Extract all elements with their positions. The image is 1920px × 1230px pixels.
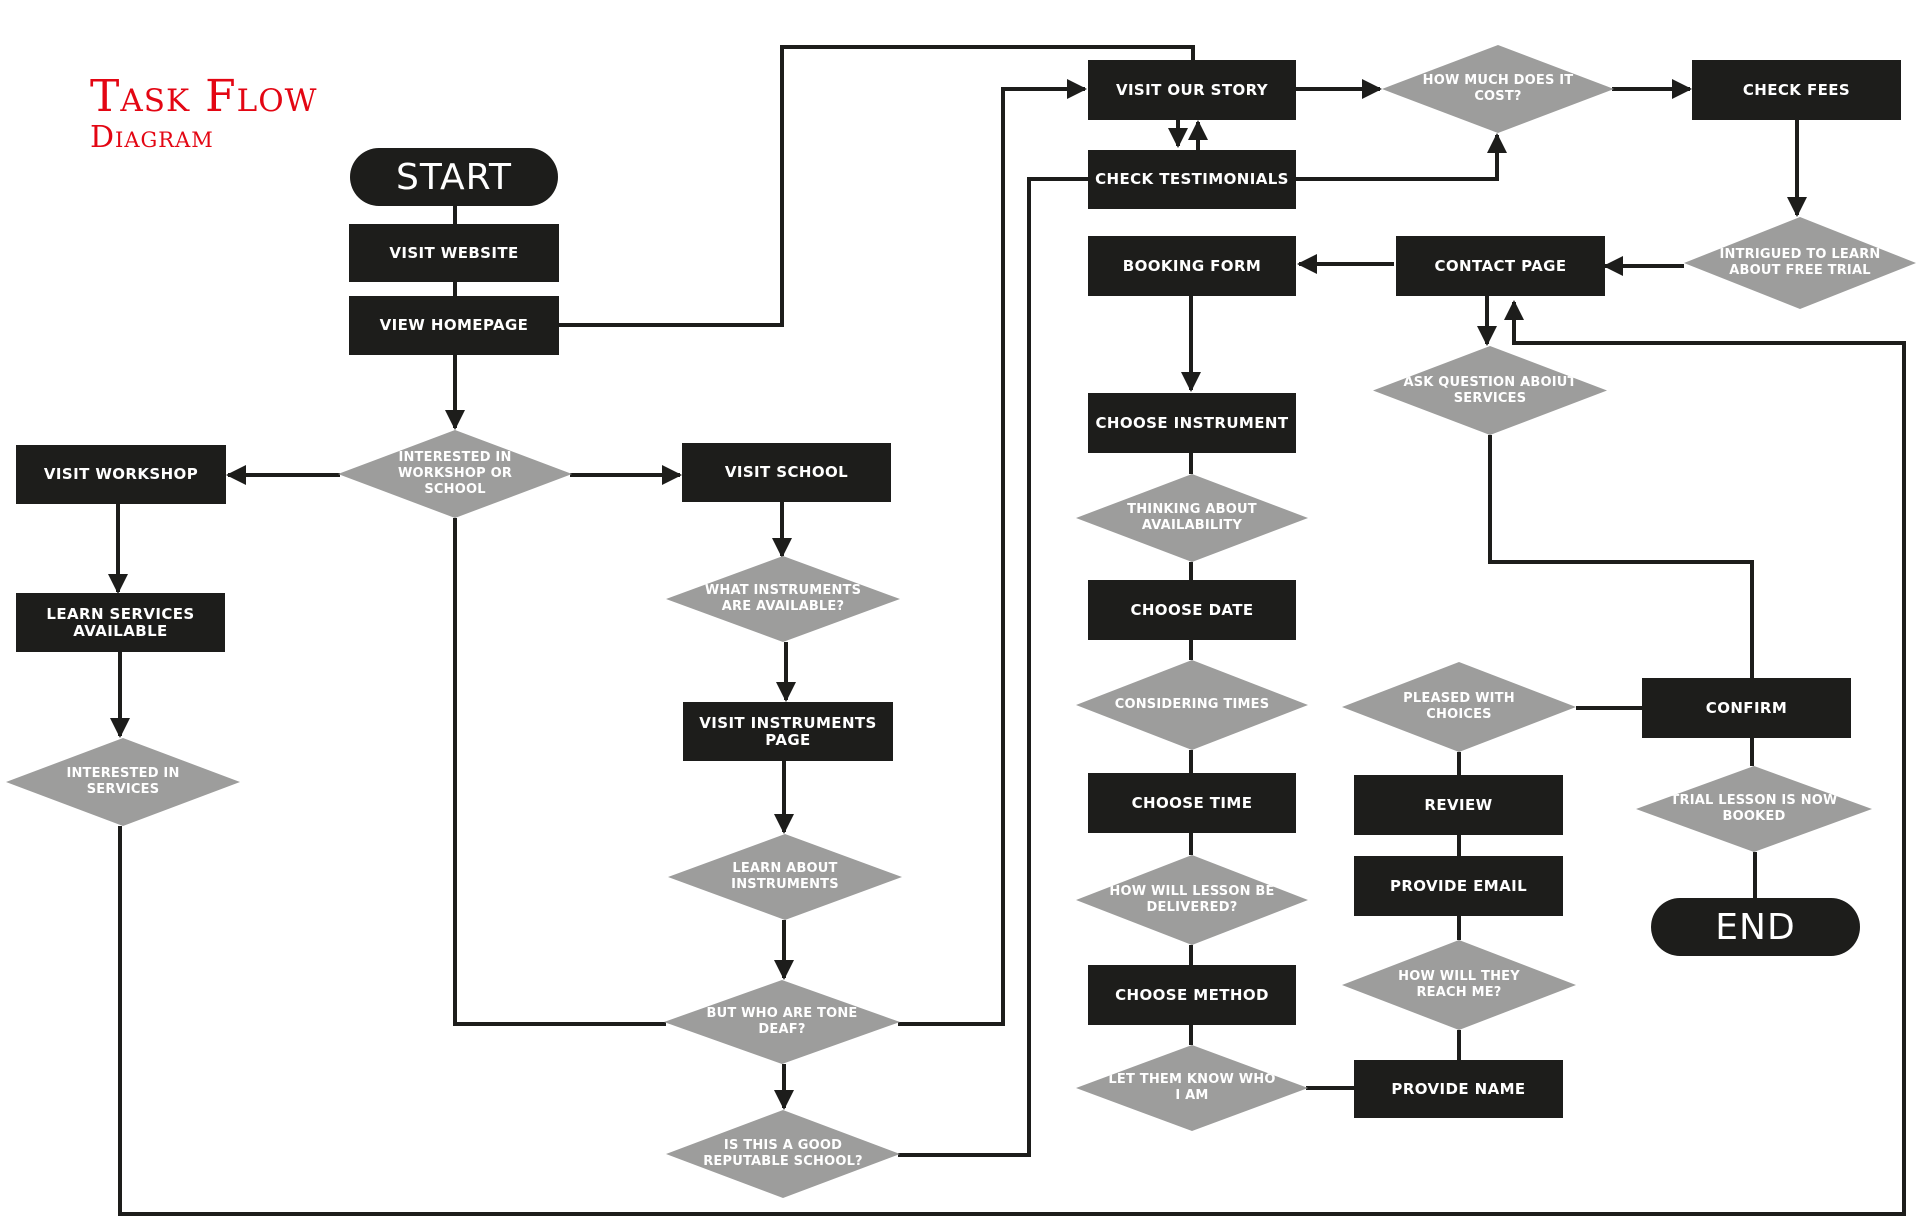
decision-label: ASK QUESTION ABOIUT SERVICES — [1403, 374, 1577, 406]
connector-services-bottom-loop — [118, 300, 1906, 1216]
step-learn-services: LEARN SERVICES AVAILABLE — [16, 593, 225, 652]
step-choose-instrument: CHOOSE INSTRUMENT — [1088, 393, 1296, 453]
step-label: CHOOSE METHOD — [1115, 985, 1269, 1004]
step-visit-instruments-page: VISIT INSTRUMENTS PAGE — [683, 702, 893, 761]
decision-label: INTERESTED IN WORKSHOP OR SCHOOL — [397, 450, 513, 497]
step-label: REVIEW — [1424, 795, 1493, 814]
start-terminal: START — [350, 148, 558, 206]
step-contact-page: CONTACT PAGE — [1396, 236, 1605, 296]
step-label: CHECK FEES — [1742, 80, 1851, 99]
step-label: VISIT WEBSITE — [389, 243, 519, 262]
step-label: LEARN SERVICES AVAILABLE — [46, 604, 195, 640]
decision-label: CONSIDERING TIMES — [1114, 697, 1270, 712]
step-label: VISIT WORKSHOP — [43, 465, 199, 483]
step-label: BOOKING FORM — [1122, 256, 1262, 275]
step-label: CHECK TESTIMONIALS — [1095, 170, 1289, 188]
step-label: CONTACT PAGE — [1434, 256, 1567, 275]
step-choose-time: CHOOSE TIME — [1088, 773, 1296, 833]
decision-label: WHAT INSTRUMENTS ARE AVAILABLE? — [704, 583, 862, 614]
step-visit-workshop: VISIT WORKSHOP — [16, 445, 226, 504]
step-review: REVIEW — [1354, 775, 1563, 835]
step-visit-school: VISIT SCHOOL — [682, 443, 891, 502]
step-provide-name: PROVIDE NAME — [1354, 1060, 1563, 1118]
step-view-homepage: VIEW HOMEPAGE — [349, 296, 559, 355]
decision-label: THINKING ABOUT AVAILABILITY — [1127, 502, 1257, 533]
decision-label: BUT WHO ARE TONE DEAF? — [706, 1006, 858, 1037]
end-terminal: END — [1651, 898, 1860, 956]
step-provide-email: PROVIDE EMAIL — [1354, 856, 1563, 916]
step-check-testimonials: CHECK TESTIMONIALS — [1088, 150, 1296, 209]
decision-label: TRIAL LESSON IS NOW BOOKED — [1670, 793, 1838, 824]
diagram-title: Task Flow Diagram — [90, 75, 318, 153]
step-label: CONFIRM — [1705, 698, 1788, 717]
connector-decision-tonedeaf — [453, 518, 666, 1026]
step-check-fees: CHECK FEES — [1692, 60, 1901, 120]
end-label: END — [1715, 906, 1796, 948]
step-label: PROVIDE NAME — [1391, 1079, 1526, 1098]
step-label: CHOOSE INSTRUMENT — [1095, 413, 1289, 432]
step-label: VISIT INSTRUMENTS PAGE — [699, 713, 877, 749]
connector-question-confirm — [1488, 435, 1754, 678]
decision-label: HOW MUCH DOES IT COST? — [1422, 73, 1574, 104]
start-label: START — [395, 156, 513, 198]
step-label: VISIT SCHOOL — [724, 463, 849, 481]
decision-label: INTRIGUED TO LEARN ABOUT FREE TRIAL — [1719, 247, 1881, 278]
step-visit-website: VISIT WEBSITE — [349, 224, 559, 282]
title-sub: Diagram — [90, 120, 214, 155]
step-label: VIEW HOMEPAGE — [379, 316, 529, 334]
step-label: CHOOSE DATE — [1130, 600, 1254, 619]
step-label: CHOOSE TIME — [1131, 793, 1253, 812]
title-main: Task Flow — [90, 71, 318, 122]
connector-good-testimonials — [898, 177, 1088, 1157]
step-label: VISIT OUR STORY — [1115, 80, 1269, 99]
decision-label: INTERESTED IN SERVICES — [66, 766, 180, 797]
decision-label: LEARN ABOUT INSTRUMENTS — [731, 861, 839, 892]
decision-label: PLEASED WITH CHOICES — [1403, 691, 1515, 722]
step-choose-date: CHOOSE DATE — [1088, 580, 1296, 640]
step-label: PROVIDE EMAIL — [1389, 876, 1528, 895]
connector-tonedeaf-story — [898, 79, 1087, 1026]
decision-label: HOW WILL LESSON BE DELIVERED? — [1109, 884, 1275, 915]
step-visit-our-story: VISIT OUR STORY — [1088, 60, 1296, 120]
decision-label: HOW WILL THEY REACH ME? — [1398, 969, 1520, 1000]
step-booking-form: BOOKING FORM — [1088, 236, 1296, 296]
step-choose-method: CHOOSE METHOD — [1088, 965, 1296, 1025]
connector-homepage-story — [559, 45, 1195, 327]
connector-testimonials-cost — [1296, 133, 1507, 181]
decision-label: IS THIS A GOOD REPUTABLE SCHOOL? — [703, 1138, 863, 1169]
step-confirm: CONFIRM — [1642, 678, 1851, 738]
decision-label: LET THEM KNOW WHO I AM — [1108, 1072, 1276, 1103]
